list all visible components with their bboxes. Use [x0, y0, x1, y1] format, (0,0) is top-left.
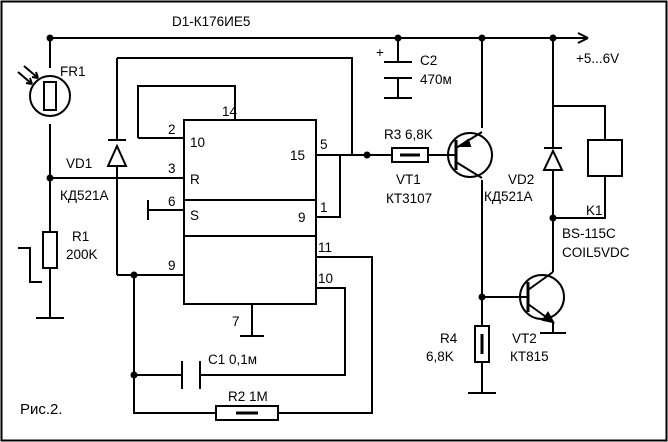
r2-label: R2 1M [228, 389, 268, 404]
ic-pin-label-r: R [190, 172, 200, 187]
c2-label: C2 [420, 53, 437, 68]
vd2-label: VD2 [508, 172, 534, 187]
fr1-label: FR1 [60, 64, 86, 79]
r2-resistor [215, 405, 279, 421]
ic-pin-7: 7 [232, 314, 240, 329]
r4-value: 6,8K [426, 349, 454, 364]
vd1-type: КД521А [60, 188, 109, 203]
vt1-type: КТ3107 [386, 191, 432, 206]
k1-label: K1 [586, 203, 603, 218]
r3-resistor [391, 147, 429, 163]
ic-pin-10-bottom: 10 [318, 271, 333, 286]
ic-pin-2: 2 [168, 122, 176, 137]
k1-relay-coil [587, 139, 623, 177]
fr1-photoresistor [17, 65, 71, 117]
vd1-label: VD1 [66, 156, 92, 171]
vd2-diode [542, 147, 564, 171]
ic-d1-body [183, 119, 317, 305]
r3-label: R3 6,8K [384, 127, 433, 142]
vt2-type: КТ815 [510, 349, 549, 364]
r1-resistor [42, 231, 58, 269]
r1-value: 200K [66, 247, 98, 262]
vt2-transistor [519, 271, 565, 324]
ic-pin-9-right: 9 [298, 210, 306, 225]
supply-label: +5...6V [576, 51, 619, 66]
vt1-transistor [447, 131, 493, 179]
vt2-label: VT2 [512, 331, 537, 346]
c1-capacitor [181, 361, 201, 389]
ic-pin-3: 3 [168, 161, 176, 176]
r4-resistor [474, 325, 490, 363]
ic-pin-label-s: S [190, 208, 199, 223]
vd1-diode [106, 139, 128, 167]
k1-type: BS-115C [562, 226, 616, 241]
ic-pin-14: 14 [222, 104, 238, 119]
ic-pin-5: 5 [320, 137, 328, 152]
ic-pin-1: 1 [320, 200, 328, 215]
c2-value: 470м [420, 72, 452, 87]
r1-label: R1 [72, 229, 89, 244]
ic-pin-9-left: 9 [168, 258, 176, 273]
vt1-label: VT1 [396, 172, 421, 187]
ic-pin-15: 15 [290, 148, 305, 163]
ic-pin-11: 11 [318, 240, 332, 255]
figure-caption: Рис.2. [20, 401, 63, 418]
r4-label: R4 [440, 331, 458, 346]
c2-capacitor [384, 61, 412, 79]
vd2-type: КД521А [484, 189, 533, 204]
ic-title: D1-К176ИЕ5 [172, 14, 250, 29]
ic-pin-6: 6 [168, 194, 176, 209]
c1-label: C1 0,1м [208, 352, 257, 367]
k1-coil: COIL5VDC [562, 245, 630, 260]
c2-polarity: + [376, 45, 384, 60]
ic-pin-10-top: 10 [190, 135, 205, 150]
junction-dots [46, 34, 557, 379]
